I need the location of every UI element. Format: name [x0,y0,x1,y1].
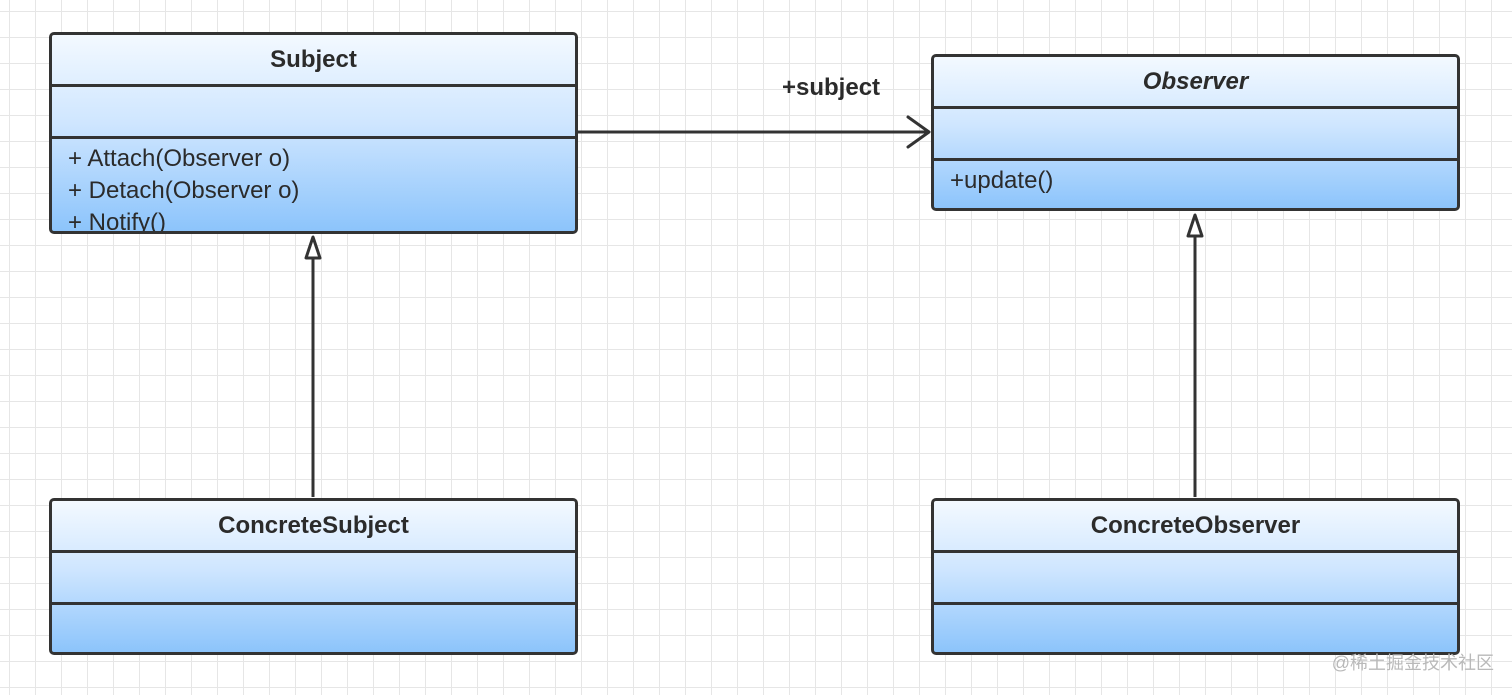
operation-detach: + Detach(Observer o) [68,177,300,204]
concrete-observer-class[interactable]: ConcreteObserver [931,498,1460,655]
class-name: Observer [934,57,1457,109]
association-open-arrowhead [906,115,931,149]
attributes-compartment [934,553,1457,605]
operation-update: +update() [950,167,1054,194]
watermark: @稀土掘金技术社区 [1331,653,1494,673]
attributes-compartment [52,553,575,605]
generalization-hollow-arrowhead-subject [304,235,322,260]
generalization-hollow-arrowhead-observer [1186,213,1204,238]
association-role-label: +subject [782,74,881,101]
operations-compartment [934,605,1457,652]
operations-compartment [52,605,575,652]
operations-compartment: + Attach(Observer o) + Detach(Observer o… [52,139,575,234]
operations-compartment: +update() [934,161,1457,197]
class-name: Subject [52,35,575,87]
attributes-compartment [52,87,575,139]
class-name: ConcreteObserver [934,501,1457,553]
operation-attach: + Attach(Observer o) [68,145,291,172]
subject-class[interactable]: Subject + Attach(Observer o) + Detach(Ob… [49,32,578,234]
class-name: ConcreteSubject [52,501,575,553]
operation-notify: + Notify() [68,209,167,234]
concrete-subject-class[interactable]: ConcreteSubject [49,498,578,655]
observer-class[interactable]: Observer +update() [931,54,1460,211]
attributes-compartment [934,109,1457,161]
